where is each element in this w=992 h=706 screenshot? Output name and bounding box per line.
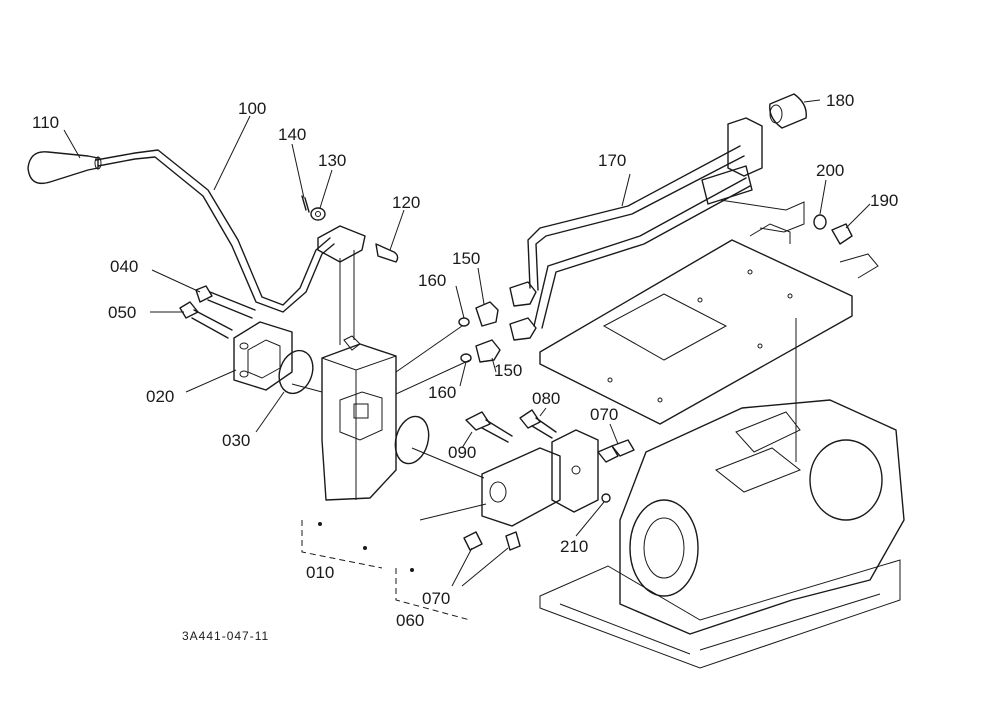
group-bracket-010 [301, 520, 383, 569]
label-210: 210 [560, 537, 588, 556]
label-120: 120 [392, 193, 420, 212]
label-130: 130 [318, 151, 346, 170]
plug-210 [601, 493, 611, 503]
label-050: 050 [108, 303, 136, 322]
label-070-lower: 070 [422, 589, 450, 608]
lever-grip [27, 151, 102, 185]
bolt-080 [519, 409, 557, 439]
label-070-upper: 070 [590, 405, 618, 424]
coupler-bracket [701, 117, 805, 233]
cotter-pin-140 [301, 195, 310, 213]
label-110: 110 [32, 113, 59, 132]
control-lever [95, 149, 335, 313]
label-090: 090 [448, 443, 476, 462]
nut-180 [769, 93, 807, 129]
label-160-upper: 160 [418, 271, 446, 290]
bolt-090 [465, 411, 513, 443]
drawing-code: 3A441-047-11 [182, 629, 269, 643]
o-ring-160-lower [460, 353, 472, 363]
washer-200 [813, 214, 827, 230]
plug-070-lower [463, 531, 521, 551]
o-ring-160-upper [458, 317, 470, 327]
pin-120 [375, 243, 399, 263]
plug-070-upper [597, 439, 635, 463]
bolt-050 [179, 301, 233, 339]
leader-lines [63, 99, 871, 587]
label-150-upper: 150 [452, 249, 480, 268]
washer-130 [310, 207, 326, 221]
mounting-plate [539, 223, 879, 425]
label-010: 010 [306, 563, 334, 582]
o-ring-030 [278, 349, 314, 395]
bolt-040 [195, 285, 256, 319]
lever-bracket [317, 225, 366, 345]
label-030: 030 [222, 431, 250, 450]
label-040: 040 [110, 257, 138, 276]
fitting-150-lower [475, 317, 537, 363]
flange-020 [233, 321, 293, 391]
label-080: 080 [532, 389, 560, 408]
label-160-lower: 160 [428, 383, 456, 402]
label-140: 140 [278, 125, 306, 144]
bolt-190 [831, 223, 853, 245]
label-180: 180 [826, 91, 854, 110]
label-150-lower: 150 [494, 361, 522, 380]
group-bracket-060 [395, 568, 471, 621]
pipe-170 [527, 145, 751, 329]
label-170: 170 [598, 151, 626, 170]
valve-block-060 [481, 429, 599, 527]
part-labels: 110 100 140 130 120 040 050 020 030 010 … [32, 91, 898, 643]
label-060: 060 [396, 611, 424, 630]
control-valve [321, 335, 397, 501]
fitting-150-upper [475, 281, 537, 327]
transmission-housing [539, 318, 905, 669]
label-190: 190 [870, 191, 898, 210]
label-200: 200 [816, 161, 844, 180]
o-ring-010 [394, 415, 430, 465]
label-020: 020 [146, 387, 174, 406]
label-100: 100 [238, 99, 266, 118]
